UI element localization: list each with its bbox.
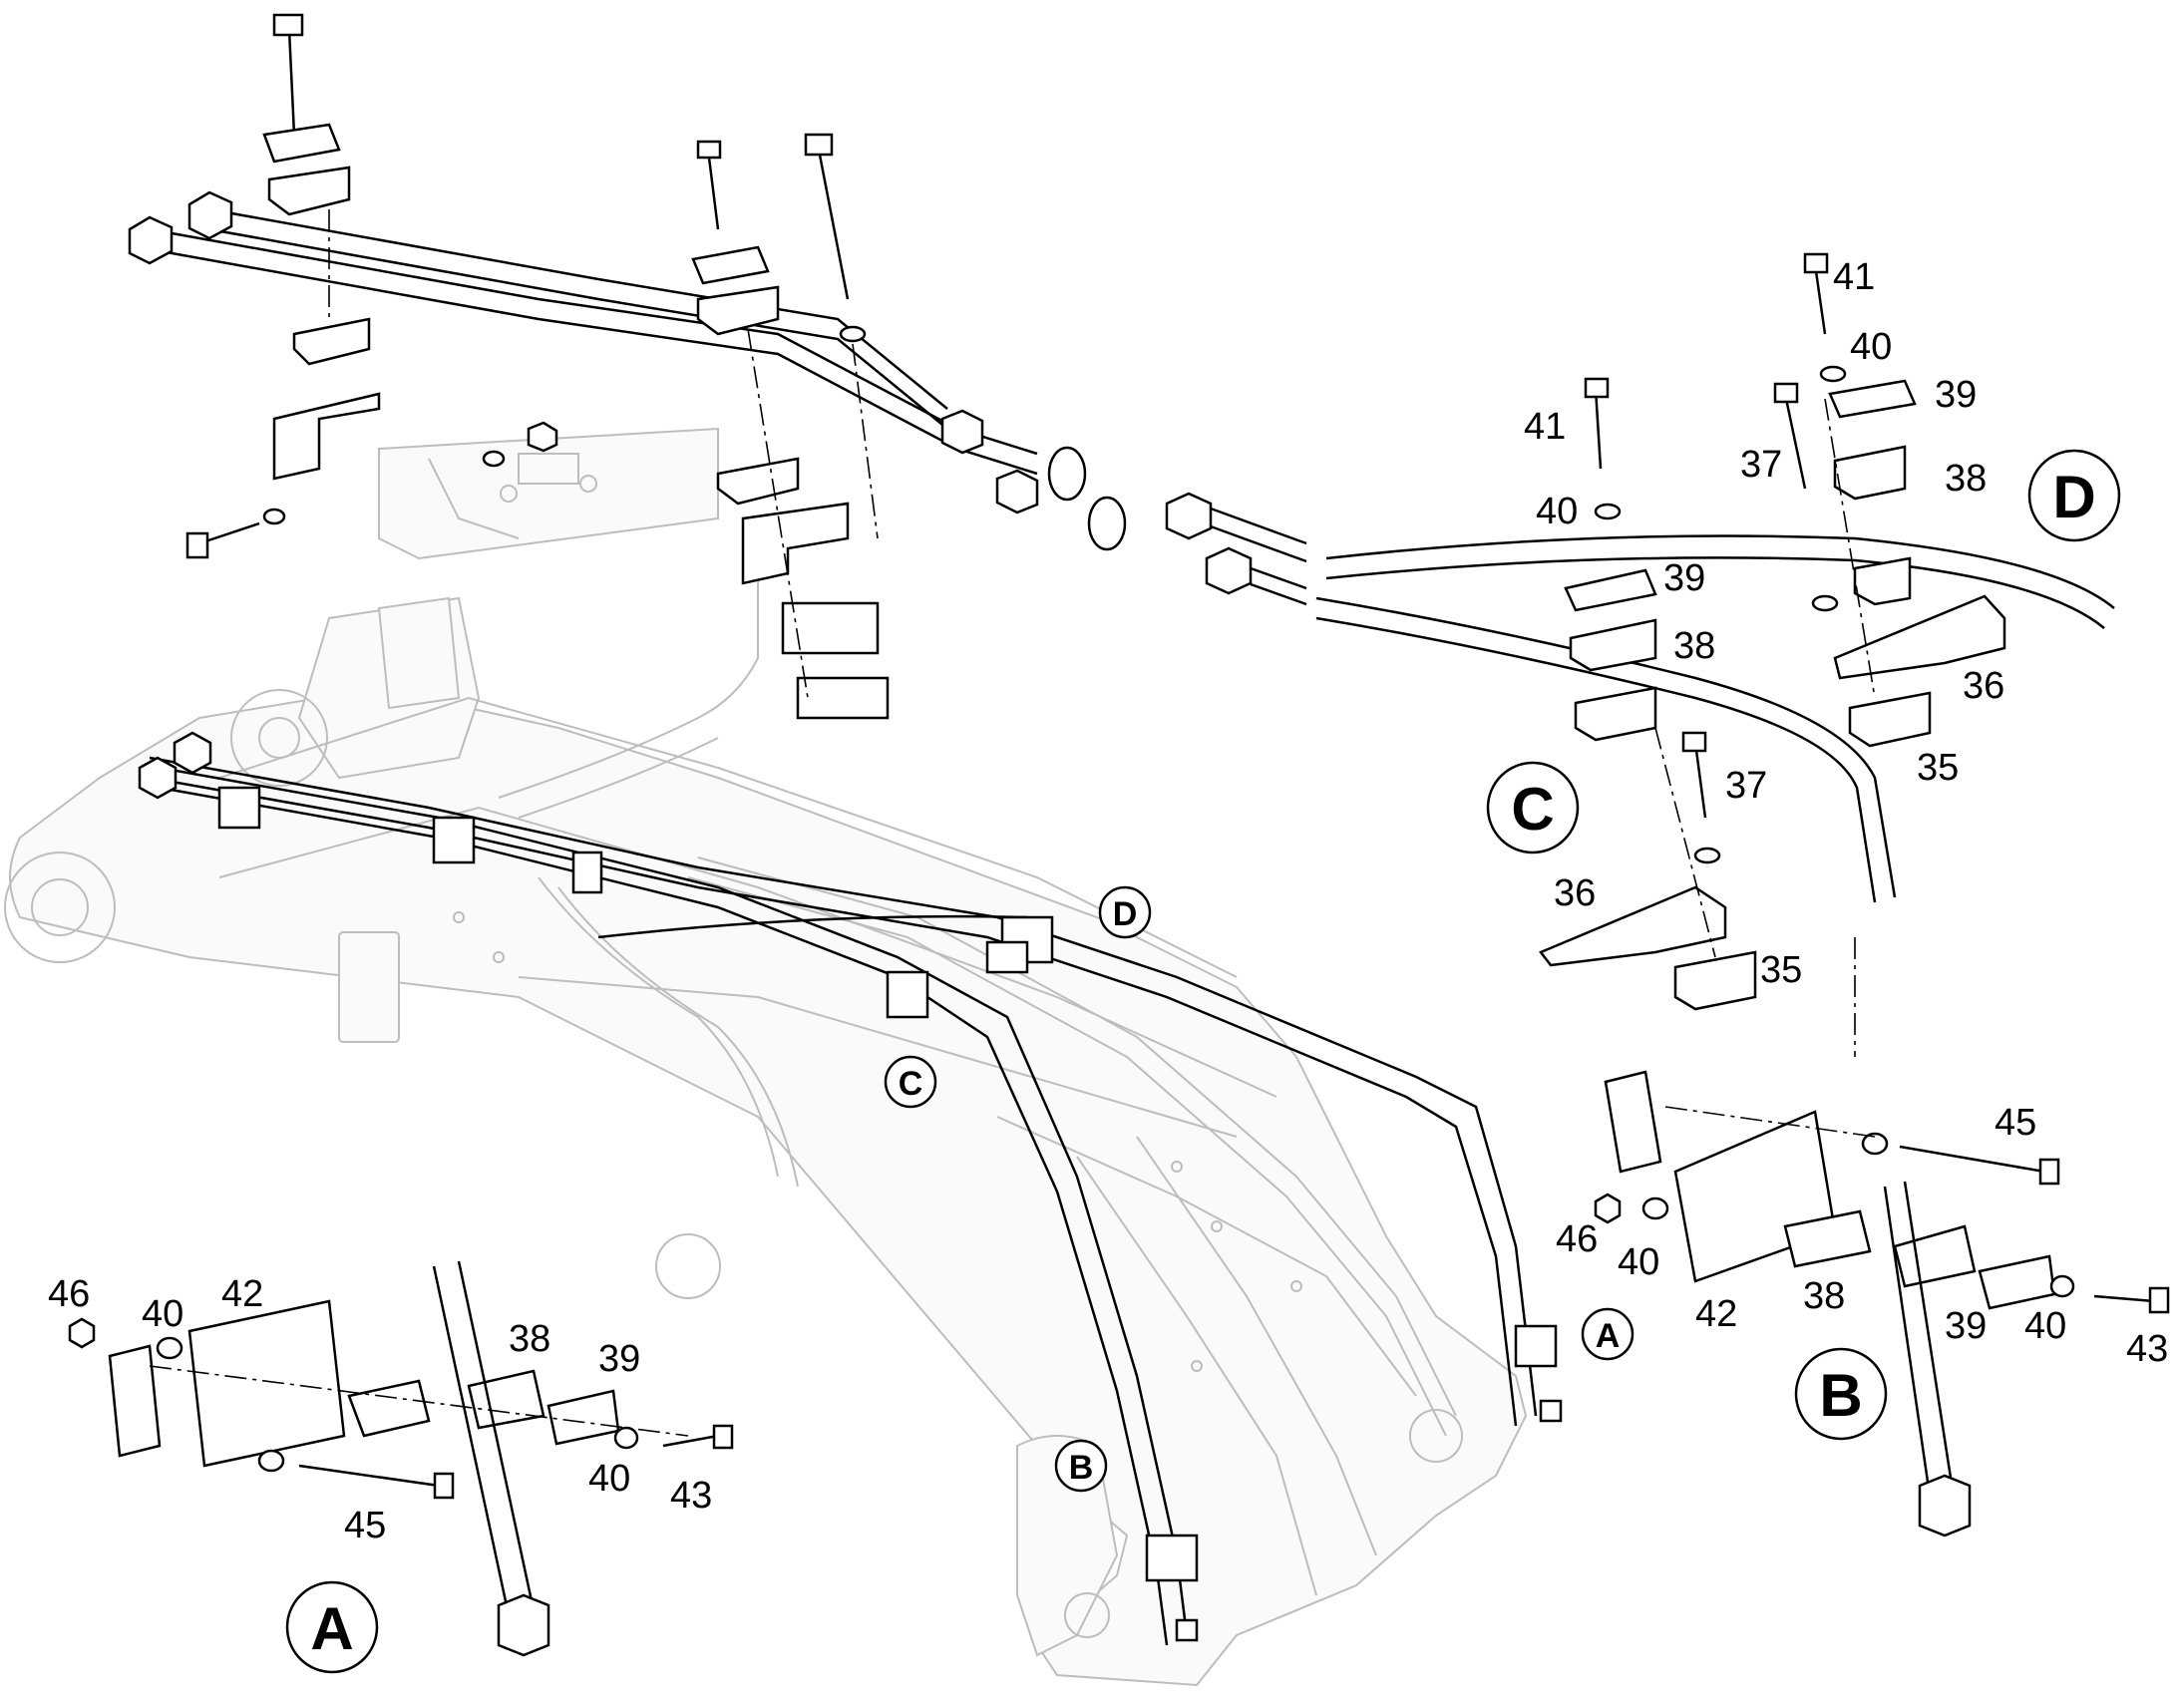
part-label-40: 40	[2024, 1305, 2066, 1347]
upper-clamp-stacks	[185, 13, 890, 720]
part-label-46: 46	[1556, 1218, 1598, 1260]
callout-a-small: A	[1596, 1317, 1621, 1355]
part-label-38: 38	[1945, 458, 1987, 500]
part-label-37: 37	[1740, 444, 1782, 486]
mounting-bracket-ghost	[378, 427, 719, 560]
part-label-37: 37	[1725, 765, 1767, 807]
callout-circle-a-big[interactable]	[285, 1580, 379, 1674]
part-number-labels: 41 40 39 37 38 41 40 39 38 36 35 37 36 3…	[48, 256, 2168, 1546]
part-label-38: 38	[509, 1318, 550, 1360]
part-label-38: 38	[1673, 625, 1715, 667]
callout-circle-b-big[interactable]	[1794, 1347, 1888, 1441]
part-label-43: 43	[2126, 1328, 2168, 1370]
part-label-41: 41	[1524, 406, 1566, 448]
part-label-40: 40	[588, 1458, 630, 1500]
detail-b-parts	[1594, 937, 2170, 1537]
callout-c-big: C	[1511, 776, 1554, 843]
part-label-39: 39	[1663, 557, 1705, 599]
callout-circle-c-big[interactable]	[1486, 761, 1580, 854]
callout-circles	[285, 449, 2121, 1674]
callout-circle-b-small[interactable]	[1054, 1439, 1108, 1493]
callout-circle-a-small[interactable]	[1581, 1307, 1635, 1361]
callout-b-big: B	[1819, 1362, 1862, 1429]
part-label-35: 35	[1917, 747, 1959, 789]
clamp-group-c-d	[1539, 252, 2006, 1011]
part-label-41: 41	[1833, 256, 1875, 298]
detail-a-parts	[68, 1260, 734, 1657]
callout-circle-c-small[interactable]	[884, 1055, 937, 1109]
excavator-boom-ghost	[4, 558, 1528, 1687]
part-label-43: 43	[670, 1475, 712, 1517]
callout-d-small: D	[1113, 895, 1138, 933]
part-label-45: 45	[1995, 1102, 2036, 1144]
part-label-42: 42	[221, 1273, 263, 1315]
part-label-38: 38	[1803, 1275, 1845, 1317]
part-label-46: 46	[48, 1273, 90, 1315]
part-label-35: 35	[1760, 949, 1802, 991]
part-label-45: 45	[344, 1505, 386, 1546]
part-label-36: 36	[1963, 665, 2004, 707]
callout-d-big: D	[2052, 464, 2095, 530]
part-label-39: 39	[1935, 374, 1977, 416]
part-label-40: 40	[1850, 326, 1892, 368]
part-label-40: 40	[1618, 1241, 1659, 1283]
part-label-39: 39	[598, 1338, 640, 1380]
part-label-40: 40	[1536, 491, 1578, 532]
callout-c-small: C	[899, 1065, 923, 1103]
callout-b-small: B	[1069, 1449, 1094, 1487]
part-label-40: 40	[142, 1293, 183, 1335]
boom-pipe-routing	[138, 731, 1563, 1646]
part-label-36: 36	[1554, 872, 1596, 914]
callout-circle-d-small[interactable]	[1098, 885, 1152, 939]
callout-circle-d-big[interactable]	[2027, 449, 2121, 542]
part-label-42: 42	[1695, 1293, 1737, 1335]
callout-a-big: A	[310, 1595, 353, 1662]
part-label-39: 39	[1945, 1305, 1987, 1347]
